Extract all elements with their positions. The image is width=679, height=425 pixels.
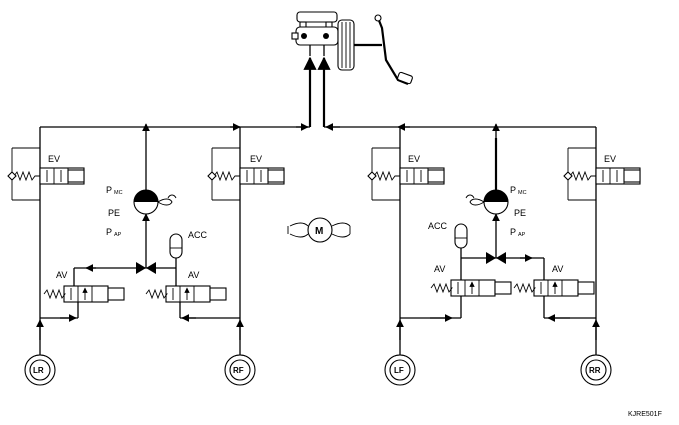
- wheel-rf: RF: [224, 354, 256, 386]
- figure-code: KJRE501F: [628, 411, 662, 418]
- wheel-lf: LF: [384, 354, 416, 386]
- ev-valve-lf: [367, 147, 445, 201]
- left-circuit-top-line: [40, 123, 310, 138]
- pmc-label-right: P: [510, 185, 516, 195]
- pmc-sub-right: MC: [518, 190, 527, 196]
- pmc-sub-left: MC: [114, 190, 123, 196]
- wheel-rr-label: RR: [589, 366, 601, 375]
- right-bottom-lines: [396, 314, 600, 340]
- check-valve-left: [74, 262, 176, 274]
- av-label-lr: AV: [56, 270, 67, 280]
- motor-label: M: [315, 226, 323, 237]
- ev-valve-rr: [563, 147, 641, 201]
- wheel-lr: LR: [24, 354, 56, 386]
- av-label-rr: AV: [552, 264, 563, 274]
- pump-motor: M: [287, 217, 351, 243]
- left-bottom-lines: [36, 314, 244, 340]
- pap-sub-right: AP: [518, 232, 526, 238]
- master-cylinder-lines: [303, 56, 331, 127]
- ev-label-rf: EV: [250, 154, 262, 164]
- pe-label-right: PE: [514, 208, 526, 218]
- ev-label-rr: EV: [604, 154, 616, 164]
- av-valve-lr: [43, 268, 125, 318]
- wheel-rf-label: RF: [233, 366, 244, 375]
- pump-left: [133, 138, 177, 268]
- av-valve-rf: [145, 268, 227, 318]
- av-label-lf: AV: [434, 264, 445, 274]
- ev-label-lf: EV: [408, 154, 420, 164]
- ev-label-lr: EV: [48, 154, 60, 164]
- pump-right: [465, 138, 509, 258]
- pmc-label-left: P: [106, 185, 112, 195]
- pap-label-right: P: [510, 227, 516, 237]
- pap-sub-left: AP: [114, 232, 122, 238]
- wheel-lr-label: LR: [33, 366, 44, 375]
- accumulator-right: [454, 223, 468, 258]
- wheel-lf-label: LF: [394, 366, 404, 375]
- wheel-rr: RR: [580, 354, 612, 386]
- check-valve-right: [461, 252, 544, 264]
- ev-valve-lr: [7, 147, 85, 201]
- right-circuit-top-line: [324, 123, 596, 138]
- acc-label-right: ACC: [428, 221, 448, 231]
- pap-label-left: P: [106, 227, 112, 237]
- master-cylinder-assembly: [291, 11, 413, 86]
- av-label-rf: AV: [188, 270, 199, 280]
- ev-valve-rf: [207, 147, 285, 201]
- av-valve-rr: [513, 258, 595, 318]
- av-valve-lf: [430, 258, 512, 318]
- accumulator-left: [169, 233, 183, 268]
- acc-label-left: ACC: [188, 230, 208, 240]
- pe-label-left: PE: [108, 208, 120, 218]
